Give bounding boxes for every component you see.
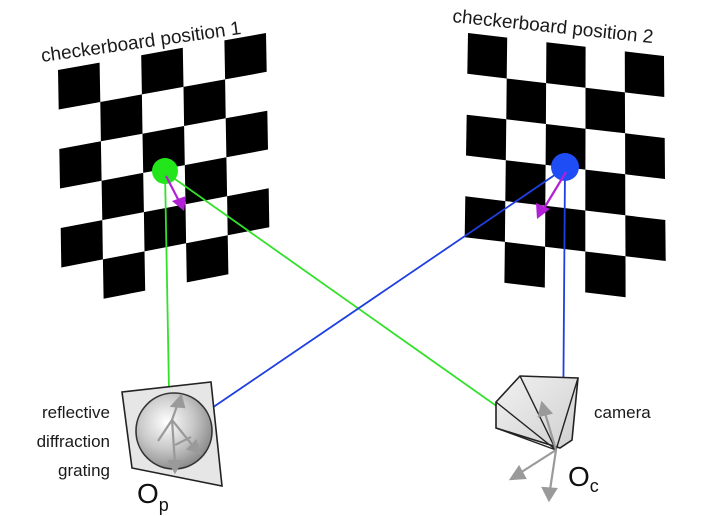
blue-feature-point (551, 153, 579, 181)
grating-label-line2: diffraction (37, 432, 110, 451)
origin-c-label: Oc (568, 461, 599, 496)
checkerboard-square (58, 62, 101, 110)
checkerboard-square (224, 33, 267, 80)
checkerboard-square (585, 169, 626, 216)
grating-label-line1: reflective (42, 403, 110, 422)
checkerboard-square (504, 241, 546, 288)
checkerboard-square (505, 160, 546, 206)
checkerboard-square (225, 110, 268, 158)
checkerboard-square (100, 94, 143, 142)
checkerboard-square (186, 235, 229, 283)
surface-normal-arrow-2 (536, 171, 567, 219)
checkerboard-square (625, 215, 666, 261)
camera-label: camera (594, 403, 651, 422)
checkerboard-square (183, 79, 226, 126)
checkerboard-square (506, 78, 547, 124)
checkerboard-square (585, 251, 626, 298)
grating-axis-arrows (157, 393, 202, 475)
checkerboard-square (464, 196, 506, 242)
checkerboard-square (227, 188, 270, 236)
checkerboard-square (101, 172, 144, 221)
green-feature-point (152, 158, 178, 184)
grating-label-line3: grating (58, 461, 110, 480)
checkerboard-square (142, 126, 185, 173)
checkerboard-square (60, 220, 103, 268)
checkerboard-square (585, 87, 626, 134)
checkerboard-square (625, 133, 665, 179)
checkerboard-square (466, 114, 507, 161)
checkerboard-square (143, 204, 187, 252)
camera-axis-arrows (508, 400, 558, 503)
surface-normal-arrow-1 (165, 175, 186, 211)
origin-p-label: Op (137, 478, 169, 515)
reflective-grating-icon (121, 381, 223, 487)
checkerboard-square (102, 251, 146, 299)
checkerboard-square (624, 51, 665, 97)
checkerboard-square (59, 141, 102, 189)
green-ray-to-camera (164, 171, 557, 449)
checkerboard-square (184, 157, 228, 205)
blue-ray-to-grating (208, 167, 566, 411)
green-ray-to-grating (164, 171, 170, 391)
checkerboard-square (141, 47, 184, 95)
checkerboard-square (546, 42, 586, 88)
camera-icon (495, 375, 579, 503)
checkerboard-square (467, 33, 508, 79)
